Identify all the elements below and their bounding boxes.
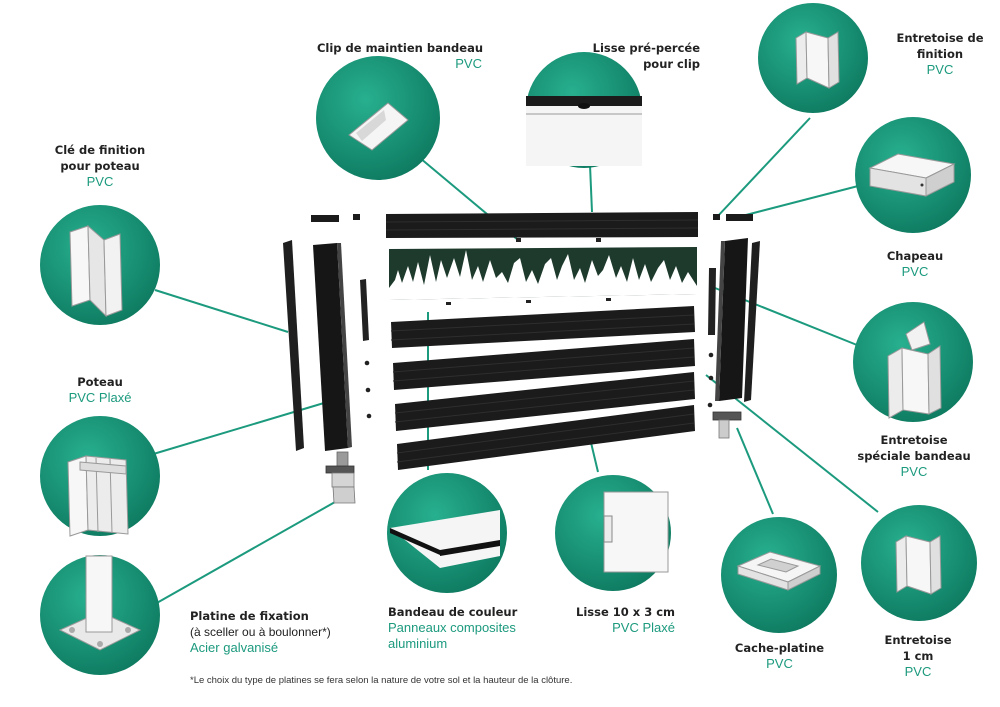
left-cap-small <box>353 214 360 220</box>
bandeau-material-1: Panneaux composites <box>388 620 516 635</box>
bandeau-label: Bandeau de couleur Panneaux composites a… <box>388 604 558 652</box>
right-post <box>719 238 748 401</box>
clip-material: PVC <box>455 56 482 71</box>
entretoise-1cm-name-1: Entretoise <box>884 633 952 647</box>
bandeau-circle <box>387 473 507 593</box>
entretoise-finition-circle <box>758 3 868 113</box>
bandeau-material-2: aluminium <box>388 636 448 651</box>
platine-sub: (à sceller ou à boulonner*) <box>190 625 331 639</box>
lisse-name: Lisse 10 x 3 cm <box>576 605 675 619</box>
right-finishing-key <box>744 241 760 402</box>
poteau-material: PVC Plaxé <box>68 390 132 405</box>
cle-circle <box>40 205 160 325</box>
entretoise-1cm-name-2: 1 cm <box>902 649 934 663</box>
cle-material: PVC <box>86 174 114 189</box>
chapeau-name: Chapeau <box>886 249 944 263</box>
bandeau-name: Bandeau de couleur <box>388 605 518 619</box>
clip-name: Clip de maintien bandeau <box>316 41 484 55</box>
left-spacer <box>360 279 369 341</box>
lisse-percee-circle <box>526 52 642 168</box>
cache-name: Cache-platine <box>734 641 825 655</box>
cle-name-1: Clé de finition <box>54 143 146 157</box>
lisse-percee-name-1: Lisse pré-percée <box>592 41 700 55</box>
platine-material: Acier galvanisé <box>190 640 279 655</box>
left-post <box>313 243 348 451</box>
entretoise-bandeau-name-1: Entretoise <box>880 433 948 447</box>
rails <box>390 306 695 470</box>
cache-label: Cache-platine PVC <box>722 640 837 672</box>
lisse-material: PVC Plaxé <box>612 620 675 635</box>
chapeau-label: Chapeau PVC <box>860 248 970 280</box>
chapeau-material: PVC <box>901 264 929 279</box>
entretoise-finition-name-1: Entretoise de <box>896 31 984 45</box>
clip-circle <box>316 56 440 180</box>
chapeau-circle <box>855 117 971 233</box>
platine-name: Platine de fixation <box>190 609 309 623</box>
entretoise-1cm-material: PVC <box>904 664 932 679</box>
lisse-circle <box>555 475 671 591</box>
entretoise-bandeau-name-2: spéciale bandeau <box>857 449 971 463</box>
entretoise-finition-name-2: finition <box>916 47 964 61</box>
cache-circle <box>721 517 837 633</box>
right-cap-small <box>713 214 720 220</box>
cle-name-2: pour poteau <box>60 159 140 173</box>
platine-label: Platine de fixation (à sceller ou à boul… <box>190 608 380 656</box>
poteau-label: Poteau PVC Plaxé <box>40 374 160 406</box>
forest-silhouette <box>389 250 697 300</box>
entretoise-finition-label: Entretoise de finition PVC <box>880 30 1000 78</box>
clip-label: Clip de maintien bandeau PVC <box>300 40 500 72</box>
lisse-percee-name-2: pour clip <box>643 57 700 71</box>
lisse-percee-label: Lisse pré-percée pour clip <box>560 40 700 72</box>
entretoise-1cm-label: Entretoise 1 cm PVC <box>868 632 968 680</box>
cache-material: PVC <box>766 656 793 671</box>
entretoise-bandeau-label: Entretoise spéciale bandeau PVC <box>848 432 980 480</box>
right-cap-piece <box>726 214 753 221</box>
cle-label: Clé de finition pour poteau PVC <box>40 142 160 190</box>
entretoise-1cm-circle <box>861 505 977 621</box>
left-cap-piece <box>311 215 339 222</box>
left-finishing-key <box>283 240 304 451</box>
footnote: *Le choix du type de platines se fera se… <box>190 675 573 686</box>
fence-assembly <box>283 212 760 504</box>
poteau-name: Poteau <box>77 375 123 389</box>
entretoise-bandeau-material: PVC <box>900 464 928 479</box>
top-drilled-rail <box>386 212 698 238</box>
entretoise-bandeau-circle <box>853 302 973 422</box>
entretoise-finition-material: PVC <box>926 62 954 77</box>
platine-circle <box>40 555 160 675</box>
poteau-circle <box>40 416 160 537</box>
lisse-label: Lisse 10 x 3 cm PVC Plaxé <box>560 604 675 636</box>
